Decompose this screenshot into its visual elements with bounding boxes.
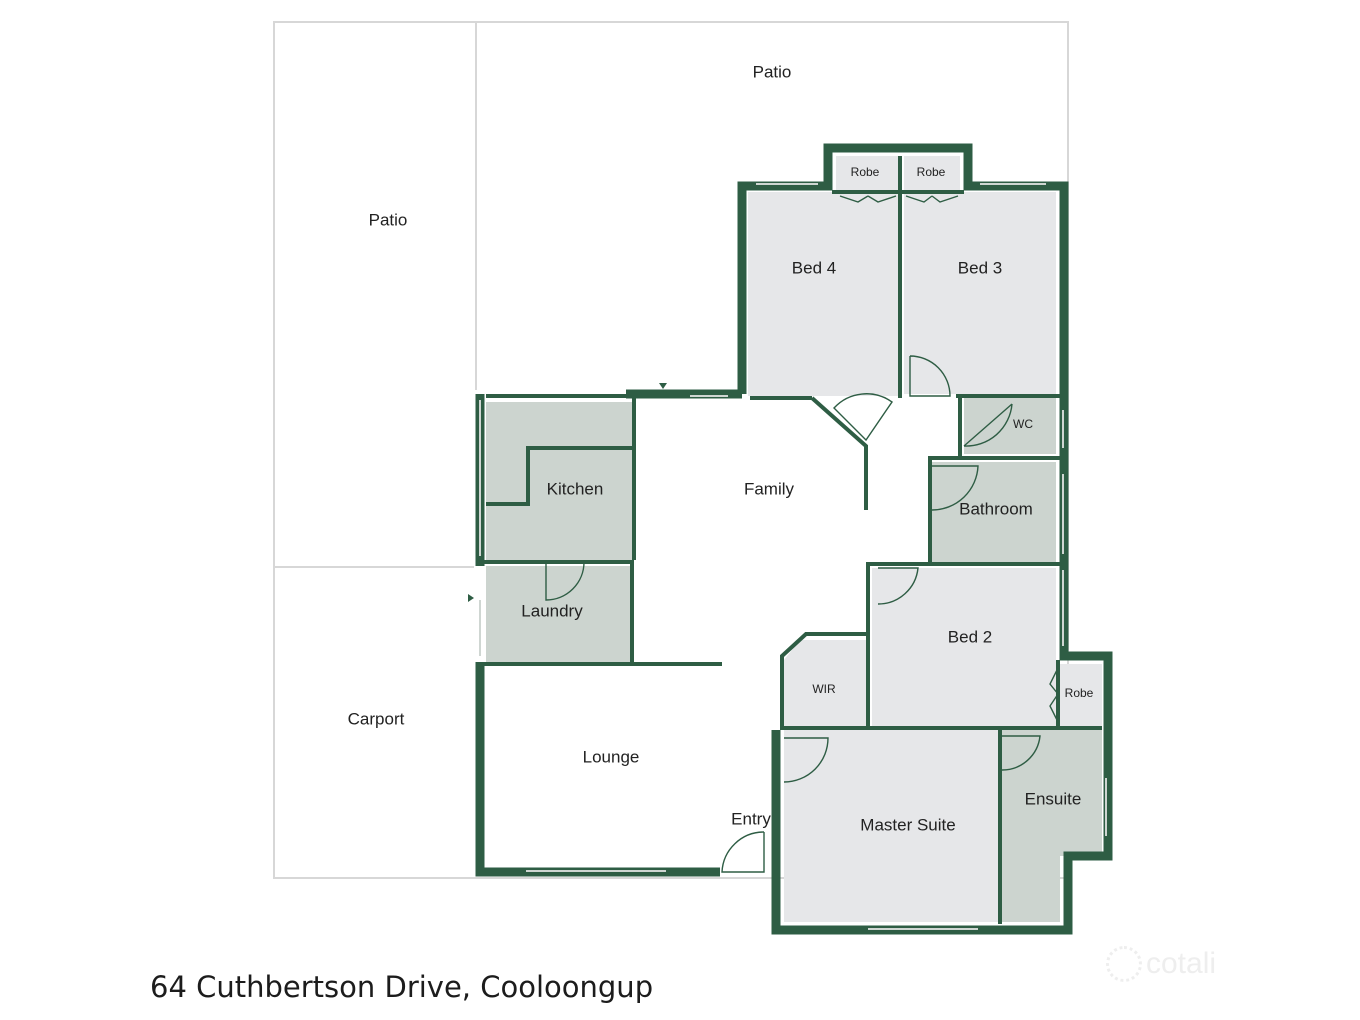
- bed3-area: [904, 192, 1056, 394]
- sliding-door-marks: [468, 383, 667, 602]
- interior-walls: [484, 156, 1102, 924]
- laundry-area: [486, 566, 632, 662]
- property-address: 64 Cuthbertson Drive, Cooloongup: [150, 970, 654, 1004]
- windows: [479, 183, 1107, 930]
- robe-bed4-area: [836, 156, 898, 192]
- master-suite-label: Master Suite: [860, 815, 955, 834]
- bathroom-label: Bathroom: [959, 499, 1033, 518]
- ensuite-area: [1002, 730, 1102, 922]
- entry-door: [721, 831, 765, 873]
- bed4-area: [748, 192, 898, 396]
- bathroom-area: [932, 462, 1056, 562]
- room-labels: Patio Patio Carport Robe Robe Bed 4 Bed …: [348, 62, 1094, 834]
- master-suite-area: [784, 730, 998, 922]
- bed3-label: Bed 3: [958, 258, 1002, 277]
- bed2-door: [877, 567, 919, 605]
- brand-watermark: cotali: [1106, 946, 1216, 982]
- bathroom-door: [931, 465, 979, 511]
- robe-bed3-area: [904, 156, 960, 192]
- laundry-door: [545, 561, 585, 601]
- carport-label: Carport: [348, 709, 405, 728]
- robe-bed2-label: Robe: [1065, 686, 1094, 700]
- ensuite-label: Ensuite: [1025, 789, 1082, 808]
- kitchen-label: Kitchen: [547, 479, 604, 498]
- wc-label: WC: [1013, 417, 1033, 431]
- robe-bed3-doors: [905, 195, 959, 203]
- bed4-label: Bed 4: [792, 258, 836, 277]
- bed4-door: [833, 393, 893, 442]
- kitchen-area: [486, 402, 634, 560]
- robe-bed4-label: Robe: [851, 165, 880, 179]
- room-fills: [486, 156, 1102, 922]
- entry-label: Entry: [731, 809, 771, 828]
- wir-area: [784, 640, 866, 726]
- brand-name: cotali: [1146, 947, 1217, 980]
- robe-bed3-label: Robe: [917, 165, 946, 179]
- robe-bed2-area: [1058, 664, 1102, 726]
- family-label: Family: [744, 479, 795, 498]
- bed3-door: [909, 355, 951, 397]
- wir-label: WIR: [812, 682, 836, 696]
- wir-door: [783, 737, 829, 783]
- wc-door: [963, 403, 1013, 447]
- brand-logo-icon: [1106, 946, 1142, 982]
- robe-bed2-doors: [1049, 667, 1059, 723]
- bed2-label: Bed 2: [948, 627, 992, 646]
- robe-bed4-doors: [839, 195, 897, 203]
- ensuite-door: [1001, 735, 1041, 771]
- bed2-area: [872, 568, 1056, 726]
- lounge-label: Lounge: [583, 747, 640, 766]
- doors: [545, 195, 1059, 873]
- laundry-label: Laundry: [521, 601, 583, 620]
- patio-left-label: Patio: [369, 210, 408, 229]
- patio-top-label: Patio: [753, 62, 792, 81]
